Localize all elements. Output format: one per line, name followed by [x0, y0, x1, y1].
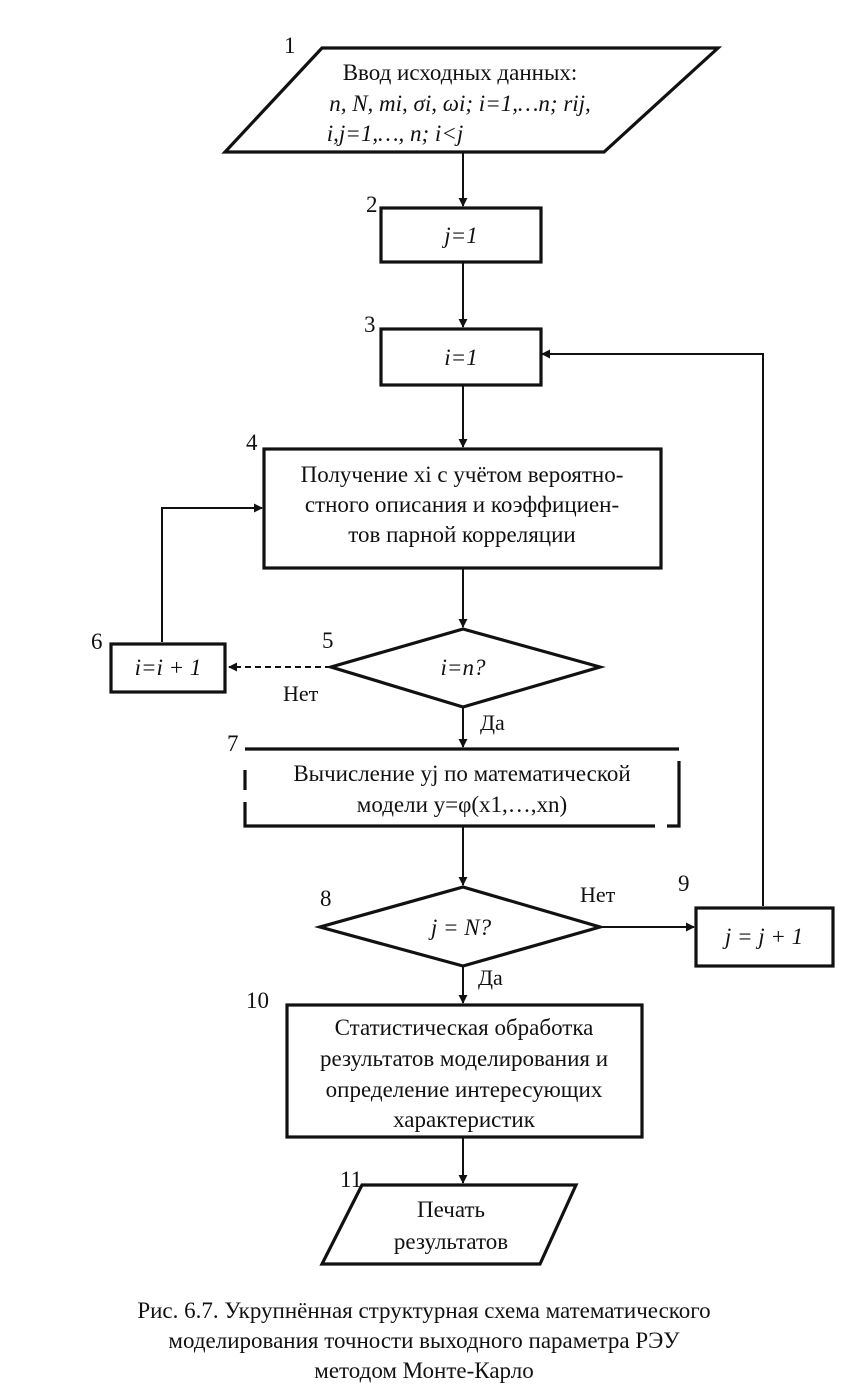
caption-line-1: Рис. 6.7. Укрупнённая структурная схема … [137, 1298, 710, 1323]
block-5-no-label: Нет [283, 681, 319, 706]
block-6-number: 6 [91, 629, 103, 654]
block-get-xi: 4 Получение xi с учётом вероятно- стного… [246, 430, 663, 570]
block-9-number: 9 [678, 871, 690, 896]
block-1-number: 1 [284, 33, 296, 58]
block-4-shape [262, 447, 663, 570]
block-2-text: j=1 [441, 223, 477, 248]
block-8-text: j = N? [428, 915, 492, 940]
arrow-6-to-4 [161, 503, 263, 642]
block-statistics: 10 Статистическая обработка результатов … [246, 988, 644, 1139]
block-print-results: 11 Печать результатов [319, 1167, 579, 1266]
figure-caption: Рис. 6.7. Укрупнённая структурная схема … [137, 1298, 710, 1383]
block-2-shape [379, 206, 543, 264]
block-10-line-4: характеристик [393, 1107, 536, 1132]
block-10-number: 10 [246, 988, 269, 1013]
block-10-line-3: определение интересующих [326, 1077, 603, 1102]
block-4-line-2: стного описания и коэффициен- [305, 492, 619, 517]
block-1-shape [221, 46, 723, 154]
block-8-yes-label: Да [478, 965, 503, 990]
block-1-title: Ввод исходных данных: [343, 60, 578, 85]
caption-line-3: методом Монте-Карло [314, 1358, 533, 1383]
block-5-text: i=n? [441, 655, 486, 680]
block-11-number: 11 [340, 1167, 362, 1192]
block-increment-j: 9 j = j + 1 [678, 871, 835, 968]
block-7-shape [243, 747, 681, 828]
block-input-data: 1 Ввод исходных данных: n, N, mi, σi, ωi… [221, 33, 723, 154]
block-10-line-1: Статистическая обработка [335, 1015, 594, 1040]
block-3-shape [379, 327, 543, 387]
block-4-line-3: тов парной корреляции [348, 522, 575, 547]
block-8-no-label: Нет [580, 882, 616, 907]
block-8-number: 8 [320, 886, 332, 911]
block-8-shape [313, 885, 606, 968]
block-1-range: i,j=1,…, n; i<j [327, 121, 463, 146]
caption-line-2: моделирования точности выходного парамет… [168, 1328, 680, 1353]
block-6-text: i=i + 1 [135, 655, 202, 680]
block-7-line-2: модели y=φ(x1,…,xn) [357, 792, 567, 817]
block-4-line-1: Получение xi с учётом вероятно- [301, 462, 624, 487]
block-5-number: 5 [322, 628, 334, 653]
block-init-i: 3 i=1 [364, 312, 543, 387]
block-9-text: j = j + 1 [722, 924, 803, 949]
block-3-number: 3 [364, 312, 376, 337]
block-10-shape [285, 1003, 644, 1139]
block-11-shape [319, 1183, 579, 1266]
block-1-params: n, N, mi, σi, ωi; i=1,…n; rij, [329, 91, 591, 116]
block-2-number: 2 [366, 192, 378, 217]
block-7-number: 7 [227, 731, 239, 756]
block-10-line-2: результатов моделирования и [320, 1046, 608, 1071]
connectors [161, 152, 764, 1184]
block-9-shape [694, 906, 835, 968]
block-7-line-1: Вычисление yj по математической [293, 761, 630, 786]
block-check-j: 8 j = N? Нет Да [313, 882, 616, 990]
arrow-9-to-3 [541, 349, 764, 906]
block-11-line-1: Печать [417, 1197, 485, 1222]
block-6-shape [109, 642, 227, 694]
block-3-text: i=1 [444, 345, 477, 370]
block-5-yes-label: Да [480, 710, 505, 735]
block-11-line-2: результатов [394, 1229, 508, 1254]
block-init-j: 2 j=1 [366, 192, 543, 264]
block-compute-yj: 7 Вычисление yj по математической модели… [227, 731, 681, 828]
block-increment-i: 6 i=i + 1 [91, 629, 227, 694]
block-4-number: 4 [246, 430, 258, 455]
block-check-i: 5 i=n? Нет Да [283, 627, 606, 735]
block-5-shape [325, 627, 606, 709]
